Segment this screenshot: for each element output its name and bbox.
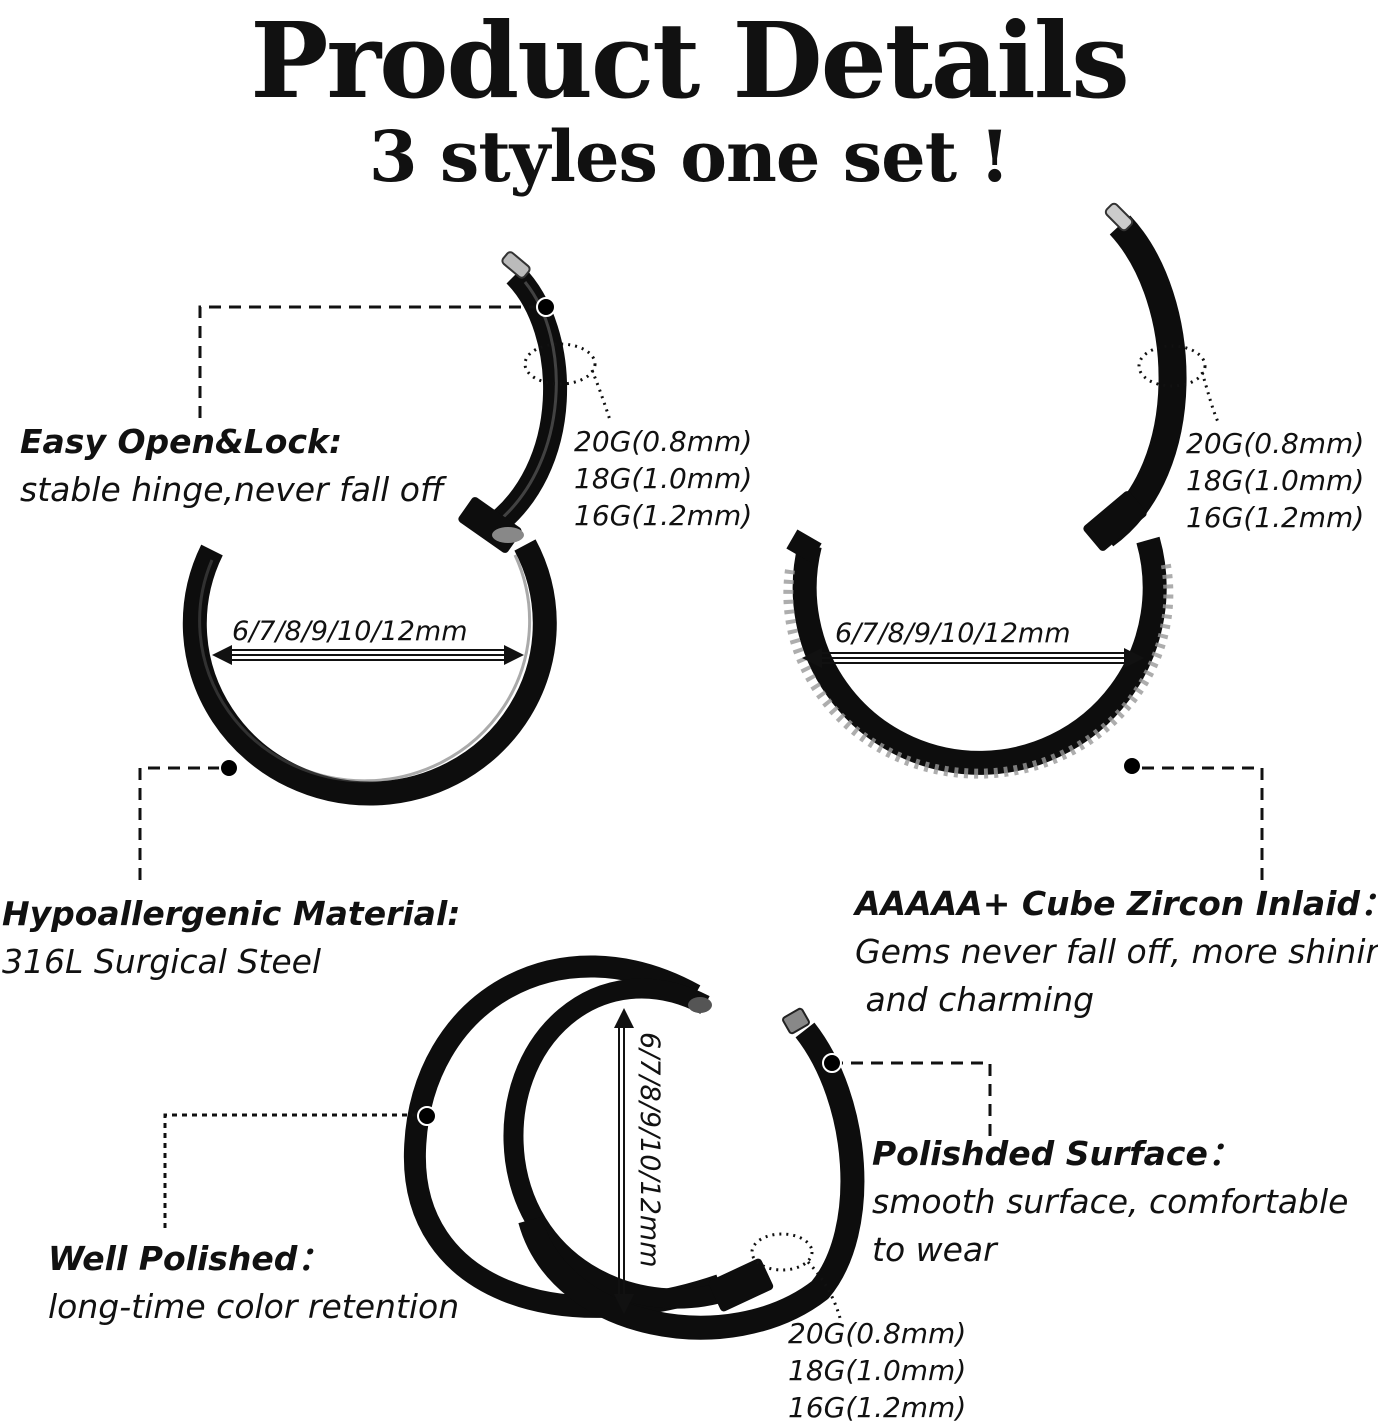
double-hinged-ring [403,955,865,1340]
feature-text: Gems never fall off, more shining [855,931,1378,971]
feature-well-polished: Well Polished： long-time color retention [48,1235,459,1331]
feature-heading: AAAAA+ Cube Zircon Inlaid： [855,884,1378,923]
diameter-label-3: 6/7/8/9/10/12mm [634,1032,665,1268]
plain-hinged-ring [182,251,568,806]
feature-text: stable hinge,never fall off [20,469,444,509]
gauge-item: 20G(0.8mm) [788,1317,967,1350]
gauge-list-1: 20G(0.8mm) 18G(1.0mm) 16G(1.2mm) [574,423,752,534]
feature-heading: Well Polished： [48,1239,331,1278]
gauge-callouts [523,342,1220,1319]
feature-heading: Easy Open&Lock: [20,422,343,461]
gauge-item: 20G(0.8mm) [574,425,753,458]
feature-text: 316L Surgical Steel [2,941,322,981]
diameter-label-2: 6/7/8/9/10/12mm [835,618,1071,649]
page-title: Product Details [250,0,1130,122]
page-subtitle: 3 styles one set ! [368,115,1010,198]
feature-polished-surface: Polishded Surface： smooth surface, comfo… [872,1130,1348,1274]
zircon-hinged-ring [783,202,1187,779]
callout-line-beaded [163,1113,425,1228]
gauge-item: 18G(1.0mm) [1186,464,1365,497]
gauge-item: 18G(1.0mm) [574,462,753,495]
feature-hypoallergenic: Hypoallergenic Material: 316L Surgical S… [2,890,460,986]
callout-lines [138,305,1264,1136]
feature-zircon: AAAAA+ Cube Zircon Inlaid： Gems never fa… [855,880,1378,1024]
gauge-item: 16G(1.2mm) [1186,501,1365,534]
gauge-list-2: 20G(0.8mm) 18G(1.0mm) 16G(1.2mm) [1186,425,1364,536]
feature-text: and charming [855,979,1095,1019]
feature-easy-open: Easy Open&Lock: stable hinge,never fall … [20,418,444,514]
feature-text: long-time color retention [48,1286,460,1326]
feature-heading: Hypoallergenic Material: [2,894,461,933]
gauge-item: 16G(1.2mm) [788,1391,967,1424]
gauge-item: 16G(1.2mm) [574,499,753,532]
gauge-item: 20G(0.8mm) [1186,427,1365,460]
callout-dots [219,297,1142,1126]
diameter-arrows [212,645,1144,1314]
feature-heading: Polishded Surface： [872,1134,1241,1173]
feature-text: to wear [872,1229,997,1269]
gauge-item: 18G(1.0mm) [788,1354,967,1387]
gauge-list-3: 20G(0.8mm) 18G(1.0mm) 16G(1.2mm) [788,1315,966,1426]
feature-text: smooth surface, comfortable [872,1181,1349,1221]
diameter-label-1: 6/7/8/9/10/12mm [232,616,468,647]
